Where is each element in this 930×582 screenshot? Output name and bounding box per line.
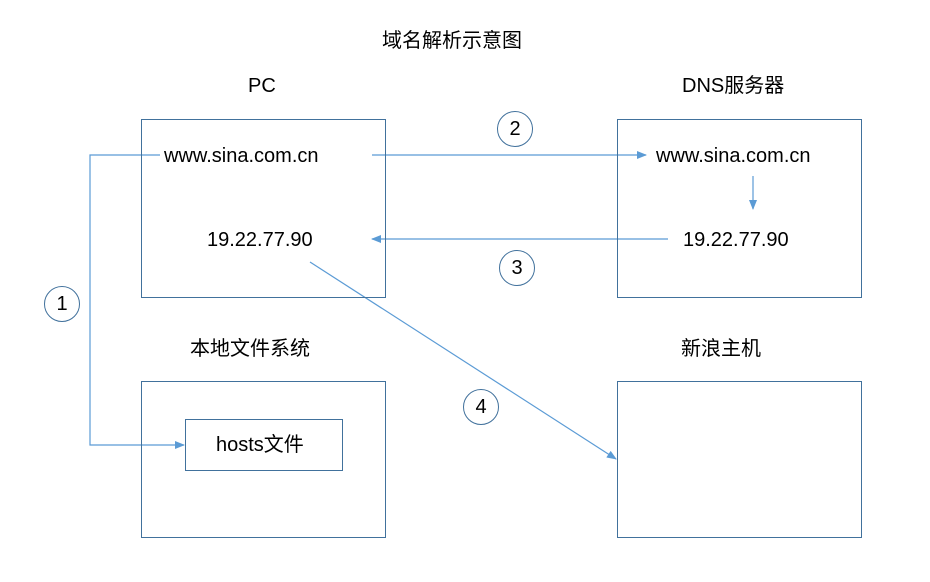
- pc-ip: 19.22.77.90: [207, 229, 313, 251]
- dns-box: [617, 119, 862, 298]
- local-fs-box: [141, 381, 386, 538]
- step-1-badge: 1: [44, 286, 80, 322]
- dns-ip: 19.22.77.90: [683, 229, 789, 251]
- step-2-badge: 2: [497, 111, 533, 147]
- sina-host-box: [617, 381, 862, 538]
- step-4-badge: 4: [463, 389, 499, 425]
- diagram-title: 域名解析示意图: [382, 30, 522, 52]
- arrow-step-1: [89, 154, 185, 449]
- dns-domain: www.sina.com.cn: [656, 145, 811, 167]
- sina-host-label: 新浪主机: [681, 338, 761, 360]
- local-fs-label: 本地文件系统: [190, 338, 310, 360]
- hosts-file-label: hosts文件: [216, 434, 304, 456]
- arrow-step-4: [309, 261, 617, 460]
- step-3-badge: 3: [499, 250, 535, 286]
- dns-label: DNS服务器: [682, 75, 785, 97]
- pc-box: [141, 119, 386, 298]
- pc-label: PC: [248, 75, 276, 97]
- pc-domain: www.sina.com.cn: [164, 145, 319, 167]
- hosts-file-box: [185, 419, 343, 471]
